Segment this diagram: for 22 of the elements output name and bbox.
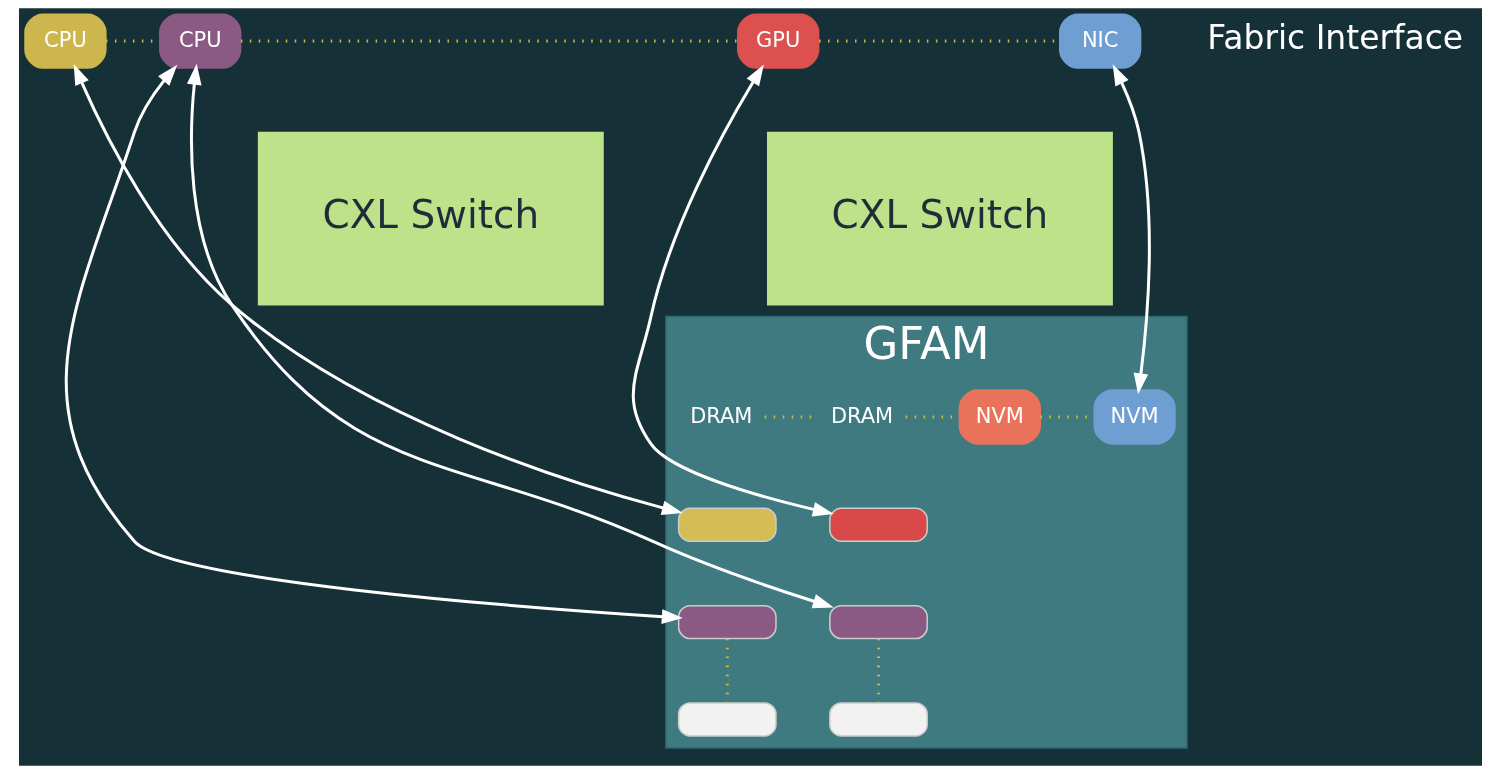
node-box xyxy=(829,702,928,737)
node-box: CPU xyxy=(159,13,242,69)
arrow xyxy=(65,64,683,624)
arrow xyxy=(186,63,834,609)
node-box: CPU xyxy=(24,13,107,69)
arrow xyxy=(631,64,834,517)
node-box xyxy=(677,507,777,542)
arrow xyxy=(1112,64,1151,395)
node-box: NVM xyxy=(1093,389,1176,445)
node-box xyxy=(677,604,777,640)
label: Fabric Interface xyxy=(1207,18,1464,58)
node-box: GPU xyxy=(737,13,820,69)
arrow xyxy=(73,63,683,515)
node-text: DRAM xyxy=(690,403,753,428)
node-box: CXL Switch xyxy=(766,131,1113,306)
node-box: NVM xyxy=(958,389,1041,445)
node-box: NIC xyxy=(1058,13,1142,69)
node-box xyxy=(829,604,928,640)
node-box xyxy=(677,702,777,737)
node-box: CXL Switch xyxy=(257,131,604,306)
node-text: DRAM xyxy=(830,403,894,428)
node-box xyxy=(829,507,928,542)
